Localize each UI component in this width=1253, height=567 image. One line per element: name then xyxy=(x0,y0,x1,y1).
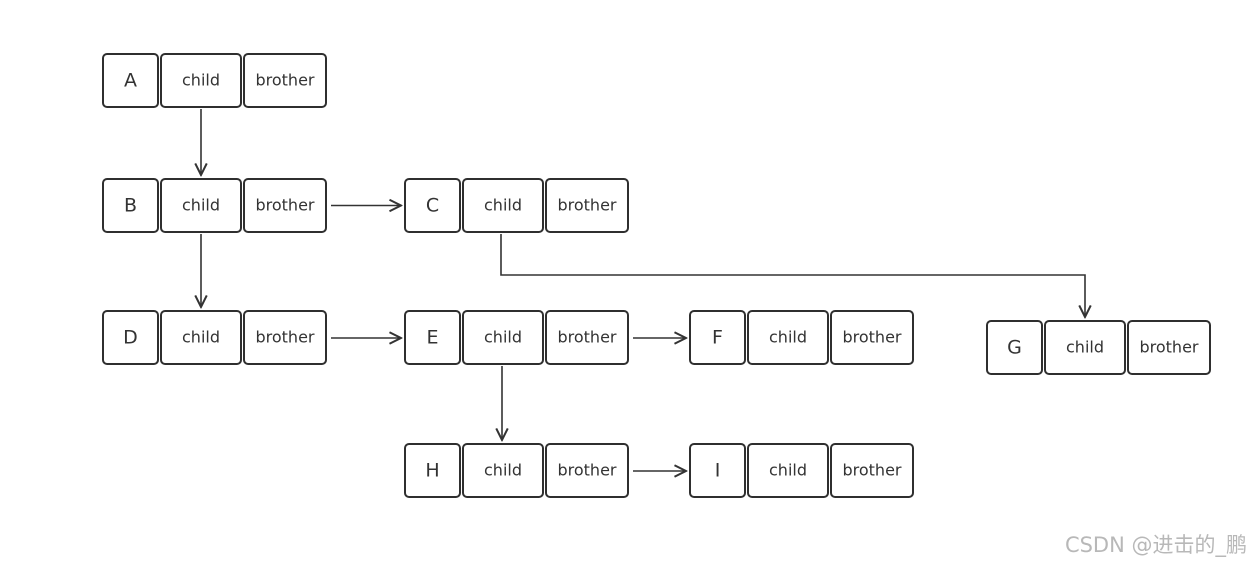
node-D-label-cell xyxy=(102,310,159,365)
node-F-brother-label: brother xyxy=(842,328,901,347)
node-D-label: D xyxy=(123,327,138,349)
node-B-child-label: child xyxy=(182,196,220,215)
node-F-brother-cell xyxy=(830,310,914,365)
edges-layer xyxy=(201,109,1085,471)
node-E-child-label: child xyxy=(484,328,522,347)
node-E-brother-cell xyxy=(545,310,629,365)
node-E-label: E xyxy=(426,327,438,349)
node-A-label: A xyxy=(124,70,137,92)
node-H-child-label: child xyxy=(484,461,522,480)
node-H-child-cell xyxy=(462,443,544,498)
node-H-label: H xyxy=(425,460,439,482)
node-A-brother-cell xyxy=(243,53,327,108)
node-F: F child brother xyxy=(689,310,914,365)
node-I-child-cell xyxy=(747,443,829,498)
node-C-brother-label: brother xyxy=(557,196,616,215)
node-A: A child brother xyxy=(102,53,327,108)
nodes-layer: A child brother B child brother C child … xyxy=(102,53,1211,498)
node-G-child-label: child xyxy=(1066,338,1104,357)
node-F-label: F xyxy=(712,327,723,349)
node-C-child-label: child xyxy=(484,196,522,215)
node-C-label-cell xyxy=(404,178,461,233)
node-H: H child brother xyxy=(404,443,629,498)
node-E-child-cell xyxy=(462,310,544,365)
node-I: I child brother xyxy=(689,443,914,498)
node-H-brother-cell xyxy=(545,443,629,498)
node-A-label-cell xyxy=(102,53,159,108)
node-I-child-label: child xyxy=(769,461,807,480)
node-I-label-cell xyxy=(689,443,746,498)
node-E-brother-label: brother xyxy=(557,328,616,347)
node-A-brother-label: brother xyxy=(255,71,314,90)
node-D-brother-label: brother xyxy=(255,328,314,347)
node-E-label-cell xyxy=(404,310,461,365)
node-D-brother-cell xyxy=(243,310,327,365)
node-G-label: G xyxy=(1007,337,1022,359)
node-G: G child brother xyxy=(986,320,1211,375)
node-B-label: B xyxy=(124,195,137,217)
node-F-child-label: child xyxy=(769,328,807,347)
node-I-label: I xyxy=(715,460,721,482)
node-D-child-label: child xyxy=(182,328,220,347)
node-C-brother-cell xyxy=(545,178,629,233)
edge-C-to-G-child xyxy=(500,234,1085,317)
node-B-brother-label: brother xyxy=(255,196,314,215)
node-I-brother-label: brother xyxy=(842,461,901,480)
node-D-child-cell xyxy=(160,310,242,365)
node-D: D child brother xyxy=(102,310,327,365)
node-C-child-cell xyxy=(462,178,544,233)
node-C: C child brother xyxy=(404,178,629,233)
node-B-label-cell xyxy=(102,178,159,233)
node-F-child-cell xyxy=(747,310,829,365)
node-A-child-label: child xyxy=(182,71,220,90)
node-B: B child brother xyxy=(102,178,327,233)
node-H-label-cell xyxy=(404,443,461,498)
node-H-brother-label: brother xyxy=(557,461,616,480)
node-F-label-cell xyxy=(689,310,746,365)
node-E: E child brother xyxy=(404,310,629,365)
node-G-child-cell xyxy=(1044,320,1126,375)
node-G-label-cell xyxy=(986,320,1043,375)
node-G-brother-cell xyxy=(1127,320,1211,375)
node-B-child-cell xyxy=(160,178,242,233)
watermark: CSDN @进击的_鹏 xyxy=(1064,533,1247,557)
node-B-brother-cell xyxy=(243,178,327,233)
node-A-child-cell xyxy=(160,53,242,108)
node-C-label: C xyxy=(426,195,439,217)
node-I-brother-cell xyxy=(830,443,914,498)
node-G-brother-label: brother xyxy=(1139,338,1198,357)
